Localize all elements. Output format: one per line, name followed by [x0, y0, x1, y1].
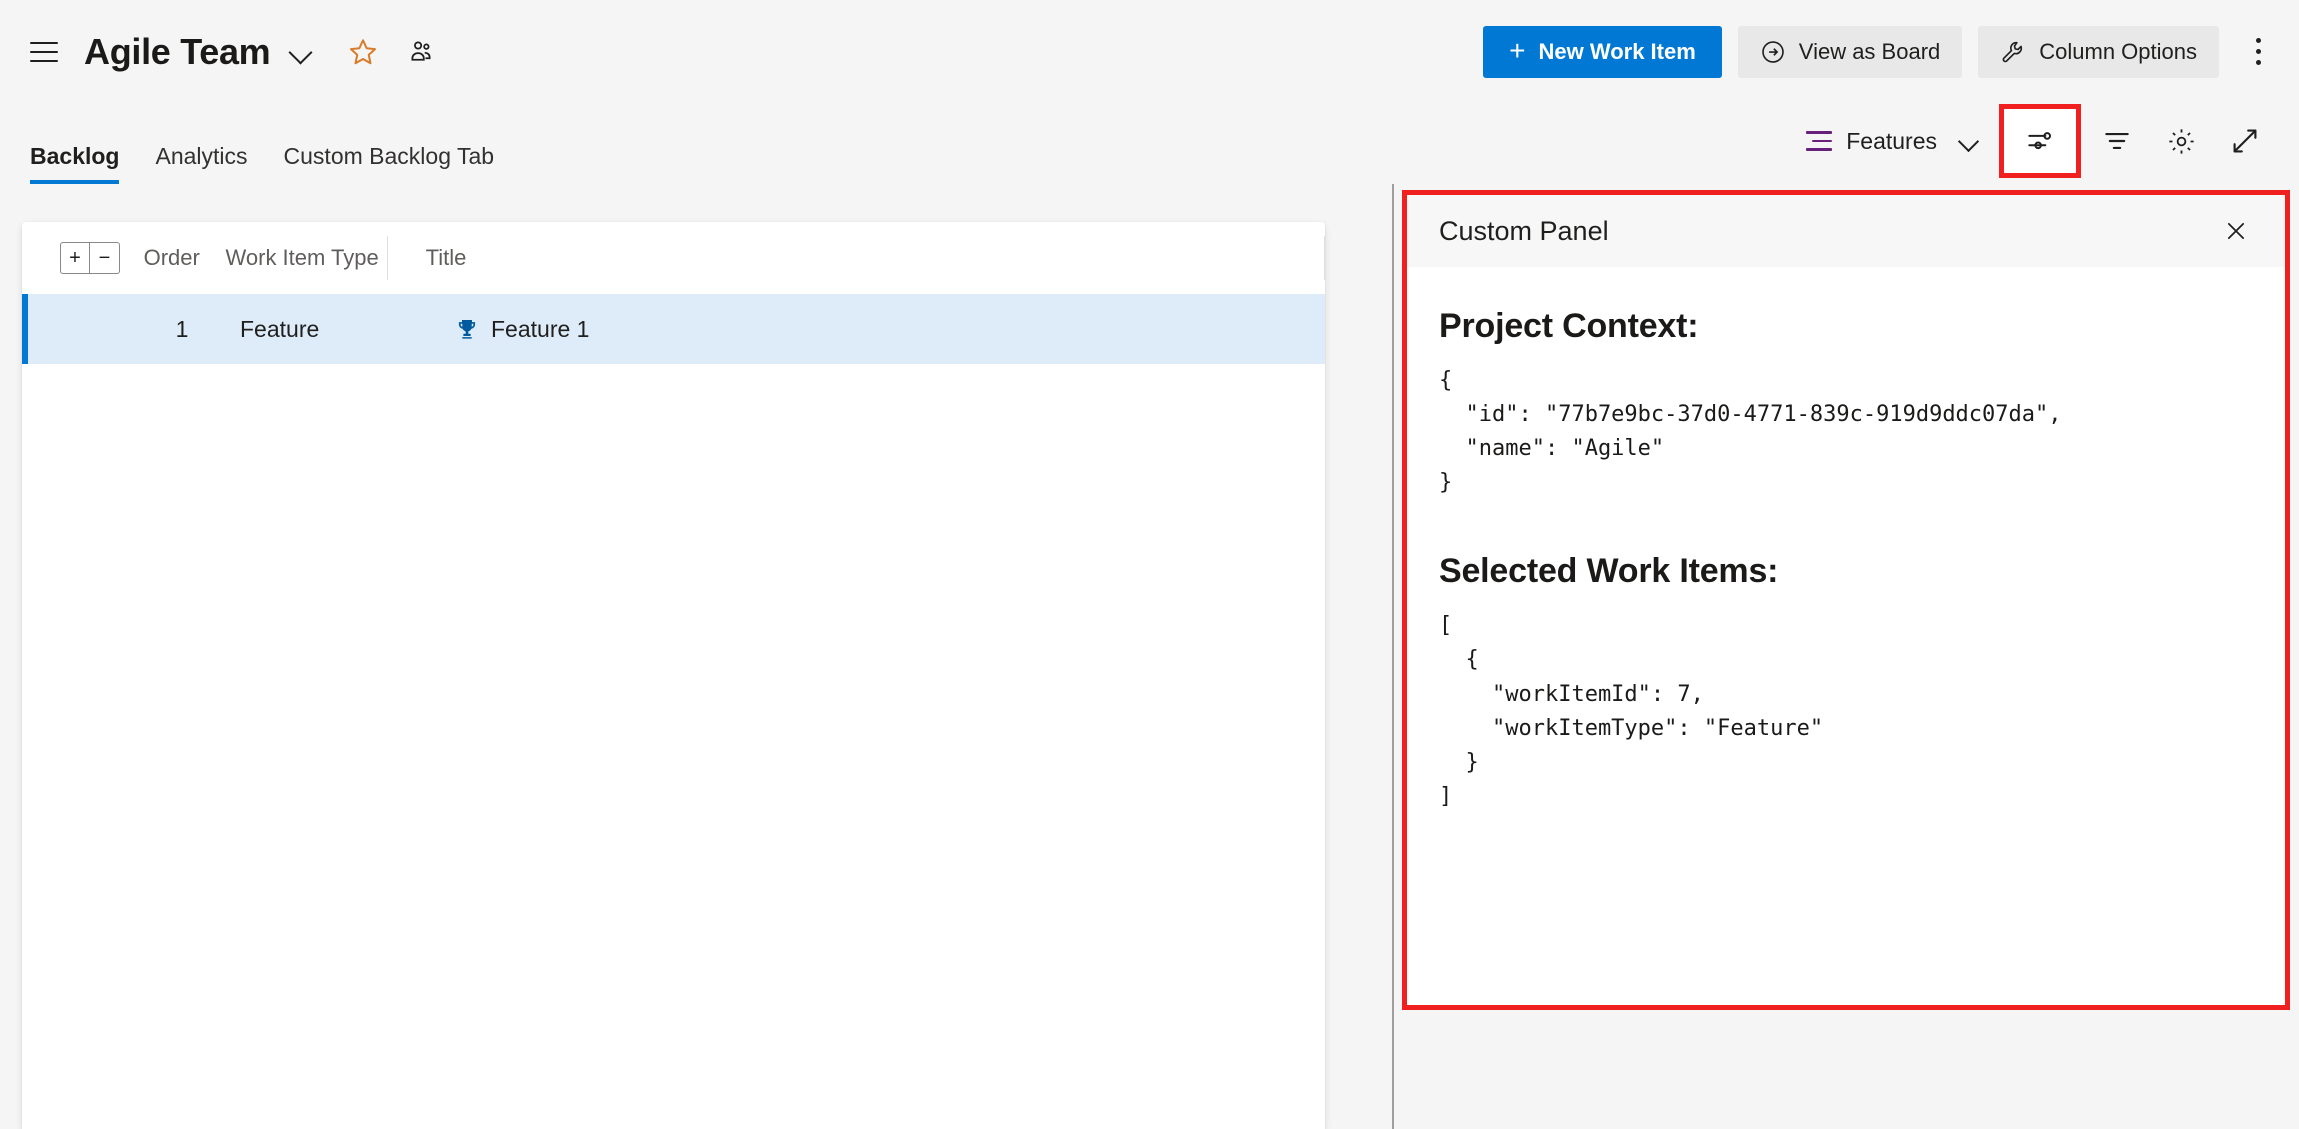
- expand-collapse-cell: + −: [22, 242, 126, 274]
- column-options-button[interactable]: Column Options: [1978, 25, 2219, 78]
- people-icon[interactable]: [404, 35, 438, 69]
- expand-all-button[interactable]: +: [60, 242, 90, 274]
- star-icon[interactable]: [346, 35, 380, 69]
- backlog-levels-line: [1812, 139, 1833, 143]
- backlog-levels-line: [1806, 131, 1833, 134]
- backlog-toolbar: Features: [1792, 104, 2299, 184]
- backlog-level-label: Features: [1846, 127, 1937, 154]
- top-header-actions: + New Work Item View as Board Column Opt…: [1483, 0, 2299, 103]
- view-options-sliders-icon[interactable]: [1999, 104, 2081, 178]
- new-work-item-label: New Work Item: [1538, 38, 1696, 64]
- kebab-dot: [2255, 60, 2261, 65]
- column-header-title[interactable]: Title: [425, 245, 467, 270]
- custom-panel-header: Custom Panel: [1407, 195, 2285, 267]
- table-row[interactable]: 1 Feature Feature 1: [22, 294, 1325, 364]
- hamburger-line: [30, 59, 58, 62]
- top-header-bar: Agile Team + New Work Item View as: [0, 0, 2299, 103]
- tab-custom-backlog-tab[interactable]: Custom Backlog Tab: [283, 143, 495, 169]
- trophy-icon: [455, 317, 479, 341]
- collapse-all-button[interactable]: −: [90, 242, 120, 274]
- project-context-code: { "id": "77b7e9bc-37d0-4771-839c-919d9dd…: [1439, 368, 2062, 496]
- expand-diagonal-icon[interactable]: [2217, 113, 2273, 169]
- tab-backlog[interactable]: Backlog: [26, 143, 137, 184]
- view-as-board-button[interactable]: View as Board: [1737, 25, 1963, 78]
- cell-work-item-type: Feature: [240, 315, 320, 342]
- tabs-row: Backlog Analytics Custom Backlog Tab Fea…: [0, 103, 2299, 184]
- kebab-menu-icon[interactable]: [2235, 26, 2281, 78]
- cell-title-text: Feature 1: [491, 315, 590, 342]
- plus-icon: +: [1509, 34, 1526, 66]
- column-header-spacer: [1197, 222, 1325, 294]
- backlog-levels-line: [1806, 148, 1833, 151]
- column-options-label: Column Options: [2039, 38, 2197, 64]
- new-work-item-button[interactable]: + New Work Item: [1483, 25, 1722, 78]
- tab-analytics[interactable]: Analytics: [155, 143, 248, 169]
- selected-work-items-heading: Selected Work Items:: [1439, 552, 1779, 591]
- filter-icon[interactable]: [2089, 113, 2145, 169]
- panel-divider[interactable]: [1392, 184, 1394, 1129]
- chevron-down-icon: [1957, 129, 1981, 153]
- gear-icon[interactable]: [2153, 113, 2209, 169]
- backlog-level-selector[interactable]: Features: [1792, 120, 1991, 163]
- custom-panel-title: Custom Panel: [1439, 215, 1609, 246]
- tab-list: Backlog Analytics Custom Backlog Tab: [26, 143, 512, 184]
- custom-panel-body: Project Context: { "id": "77b7e9bc-37d0-…: [1407, 267, 2285, 1005]
- column-header-order[interactable]: Order: [143, 245, 200, 270]
- custom-panel: Custom Panel Project Context: { "id": "7…: [1402, 190, 2290, 1010]
- kebab-dot: [2255, 49, 2261, 54]
- cell-title: Feature 1: [417, 294, 1297, 364]
- row-expand-cell: [22, 294, 132, 364]
- arrow-right-circle-icon: [1760, 39, 1786, 65]
- selected-work-items-code: [ { "workItemId": 7, "workItemType": "Fe…: [1439, 613, 1824, 809]
- page-title: Agile Team: [84, 30, 271, 72]
- hamburger-line: [30, 41, 58, 44]
- cell-order: 1: [175, 315, 189, 342]
- grid-header-row: + − Order Work Item Type Title: [22, 222, 1325, 294]
- close-icon[interactable]: [2213, 208, 2259, 254]
- kebab-dot: [2255, 38, 2261, 43]
- backlog-levels-icon: [1802, 129, 1833, 153]
- project-context-heading: Project Context:: [1439, 307, 1699, 345]
- wrench-icon: [2000, 39, 2026, 65]
- backlog-grid: + − Order Work Item Type Title 1 Feature…: [22, 222, 1325, 1129]
- hamburger-icon[interactable]: [26, 34, 62, 70]
- column-header-work-item-type[interactable]: Work Item Type: [218, 222, 388, 294]
- chevron-down-icon[interactable]: [286, 37, 316, 67]
- view-as-board-label: View as Board: [1798, 38, 1941, 64]
- hamburger-line: [30, 50, 58, 53]
